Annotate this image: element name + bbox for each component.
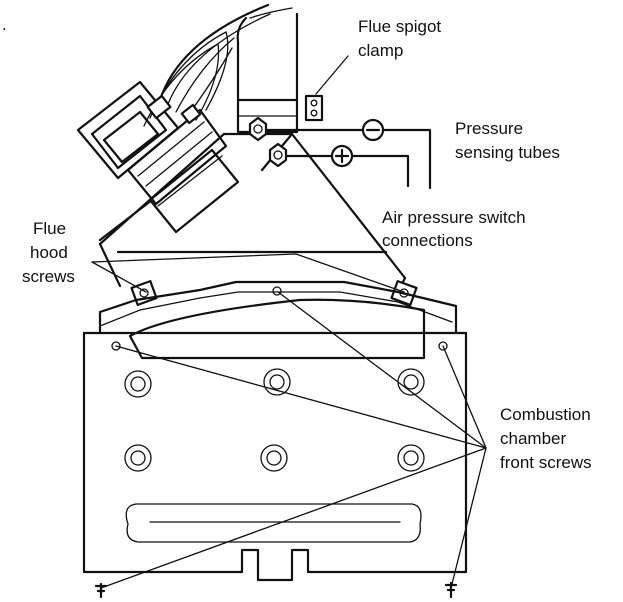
pressure-tubes-label-1: Pressure <box>455 119 523 138</box>
flue-spigot-clamp <box>304 94 324 122</box>
loose-screws <box>94 581 458 599</box>
pressure-tube-connections <box>248 116 288 168</box>
corner-mark: . <box>2 15 7 34</box>
combustion-label-2: chamber <box>500 429 566 448</box>
flue-hood-label-3: screws <box>22 267 75 286</box>
combustion-label-1: Combustion <box>500 405 591 424</box>
combustion-label-3: front screws <box>500 453 592 472</box>
flue-hood-label-1: Flue <box>33 219 66 238</box>
combustion-chamber-front <box>82 280 468 582</box>
flue-pipe <box>236 7 299 102</box>
air-switch-label-2: connections <box>382 231 473 250</box>
chamber-screws <box>111 286 448 351</box>
flue-hood-label-2: hood <box>30 243 68 262</box>
labels: Flue spigot clamp Pressure sensing tubes… <box>22 17 592 472</box>
inspection-ports <box>124 368 425 472</box>
flue-spigot-clamp-label-1: Flue spigot <box>358 17 441 36</box>
fan-motor <box>76 80 240 242</box>
air-switch-label-1: Air pressure switch <box>382 208 526 227</box>
flue-spigot-clamp-label-2: clamp <box>358 41 403 60</box>
leader-lines <box>91 55 487 589</box>
sensing-tube-lines <box>264 118 432 190</box>
pressure-tubes-label-2: sensing tubes <box>455 143 560 162</box>
